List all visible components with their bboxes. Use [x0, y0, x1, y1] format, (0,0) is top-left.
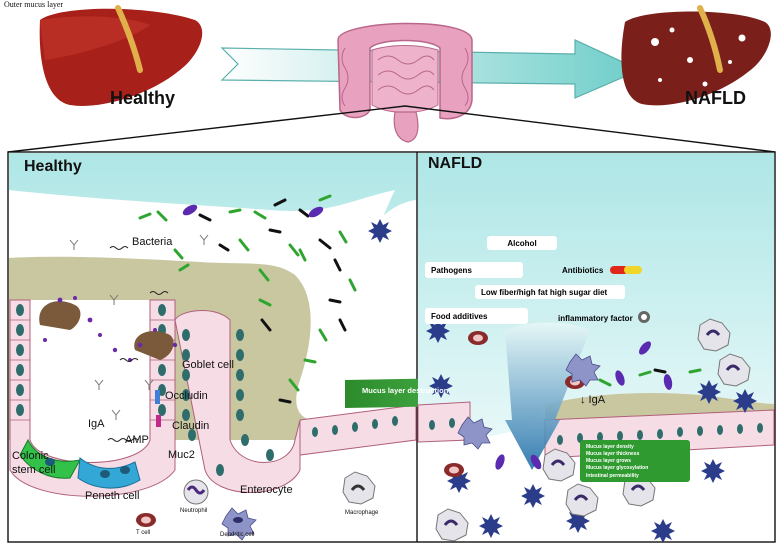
neutrophil-icon [183, 479, 209, 505]
factor-inflammatory-text: inflammatory factor [558, 313, 633, 323]
dendritic-cell-icon [221, 507, 257, 541]
factor-food-additives: Food additives [425, 308, 528, 324]
occludin-marker [155, 390, 160, 404]
macrophage-label: Macrophage [345, 510, 379, 516]
pathogen-stars [368, 219, 757, 543]
colonic-stem-cell-label: Colonic stem cell [12, 450, 56, 476]
nafld-liver-label: NAFLD [685, 88, 746, 108]
muc2-label: Muc2 [168, 449, 195, 461]
factor-diet-text: Low fiber/high fat high sugar diet [481, 287, 608, 297]
factor-alcohol-text: Alcohol [507, 238, 537, 248]
neutrophil-label: Neutrophil [180, 508, 208, 514]
dendritic-right [457, 353, 601, 450]
pathogen-bugs [182, 204, 673, 470]
left-epithelium [299, 404, 417, 456]
t-cell-label: T cell [136, 530, 151, 536]
effect-item: Mucus layer density [586, 444, 634, 450]
antibiotic-capsule-icon [610, 266, 642, 274]
healthy-liver-label: Healthy [110, 88, 176, 108]
factor-food-additives-text: Food additives [431, 311, 488, 321]
crypt-right [174, 310, 301, 493]
effect-item: Intestinal permeability [586, 473, 639, 479]
dendritic-cell-label: Dendritic cell [220, 532, 255, 538]
goblet-cell-label: Goblet cell [182, 359, 234, 371]
bacteria-left [138, 194, 357, 404]
intestine-icon [337, 22, 473, 143]
amp-squiggles [107, 246, 169, 442]
claudin-label: Claudin [172, 420, 210, 432]
amp-label: AMP [125, 434, 149, 446]
macrophage-icon [342, 471, 376, 505]
effect-item: Mucus layer grows [586, 458, 632, 464]
corner-text: Outer mucus layer [4, 0, 64, 9]
t-cell-icon [136, 513, 156, 527]
factor-antibiotics: Antibiotics [556, 262, 656, 278]
healthy-liver-icon [39, 5, 203, 106]
bacteria-label: Bacteria [132, 236, 173, 248]
down-effect-arrow-icon [505, 322, 590, 470]
nafld-liver-icon [621, 5, 771, 106]
nafld-panel-title: NAFLD [428, 155, 483, 172]
factor-pathogens-text: Pathogens [431, 265, 472, 275]
factor-alcohol: Alcohol [487, 236, 557, 250]
claudin-marker [156, 415, 161, 427]
factor-inflammatory: inflammatory factor [552, 310, 660, 326]
occludin-label: Occludin [165, 390, 208, 402]
effects-box: Mucus layer density Mucus layer thicknes… [580, 440, 690, 482]
effect-item: Mucus layer thickness [586, 451, 640, 457]
factor-antibiotics-text: Antibiotics [562, 265, 604, 275]
healthy-panel-title: Healthy [24, 158, 82, 175]
crypt-left [9, 299, 176, 497]
factor-pathogens: Pathogens [425, 262, 523, 278]
iga-decrease-label: ↓ IgA [580, 394, 606, 406]
enterocyte-label: Enterocyte [240, 484, 293, 496]
iga-label: IgA [88, 418, 105, 430]
paneth-cell-label: Peneth cell [85, 490, 140, 502]
iga-shapes [69, 234, 209, 420]
inflammatory-factor-icon [638, 311, 650, 323]
t-cells-right [444, 331, 585, 477]
zoom-lines [7, 105, 776, 153]
factor-diet: Low fiber/high fat high sugar diet [475, 285, 625, 299]
transition-arrow-label: Mucus layer destruction [362, 386, 449, 395]
effect-item: Mucus layer glycosylation [586, 465, 649, 471]
